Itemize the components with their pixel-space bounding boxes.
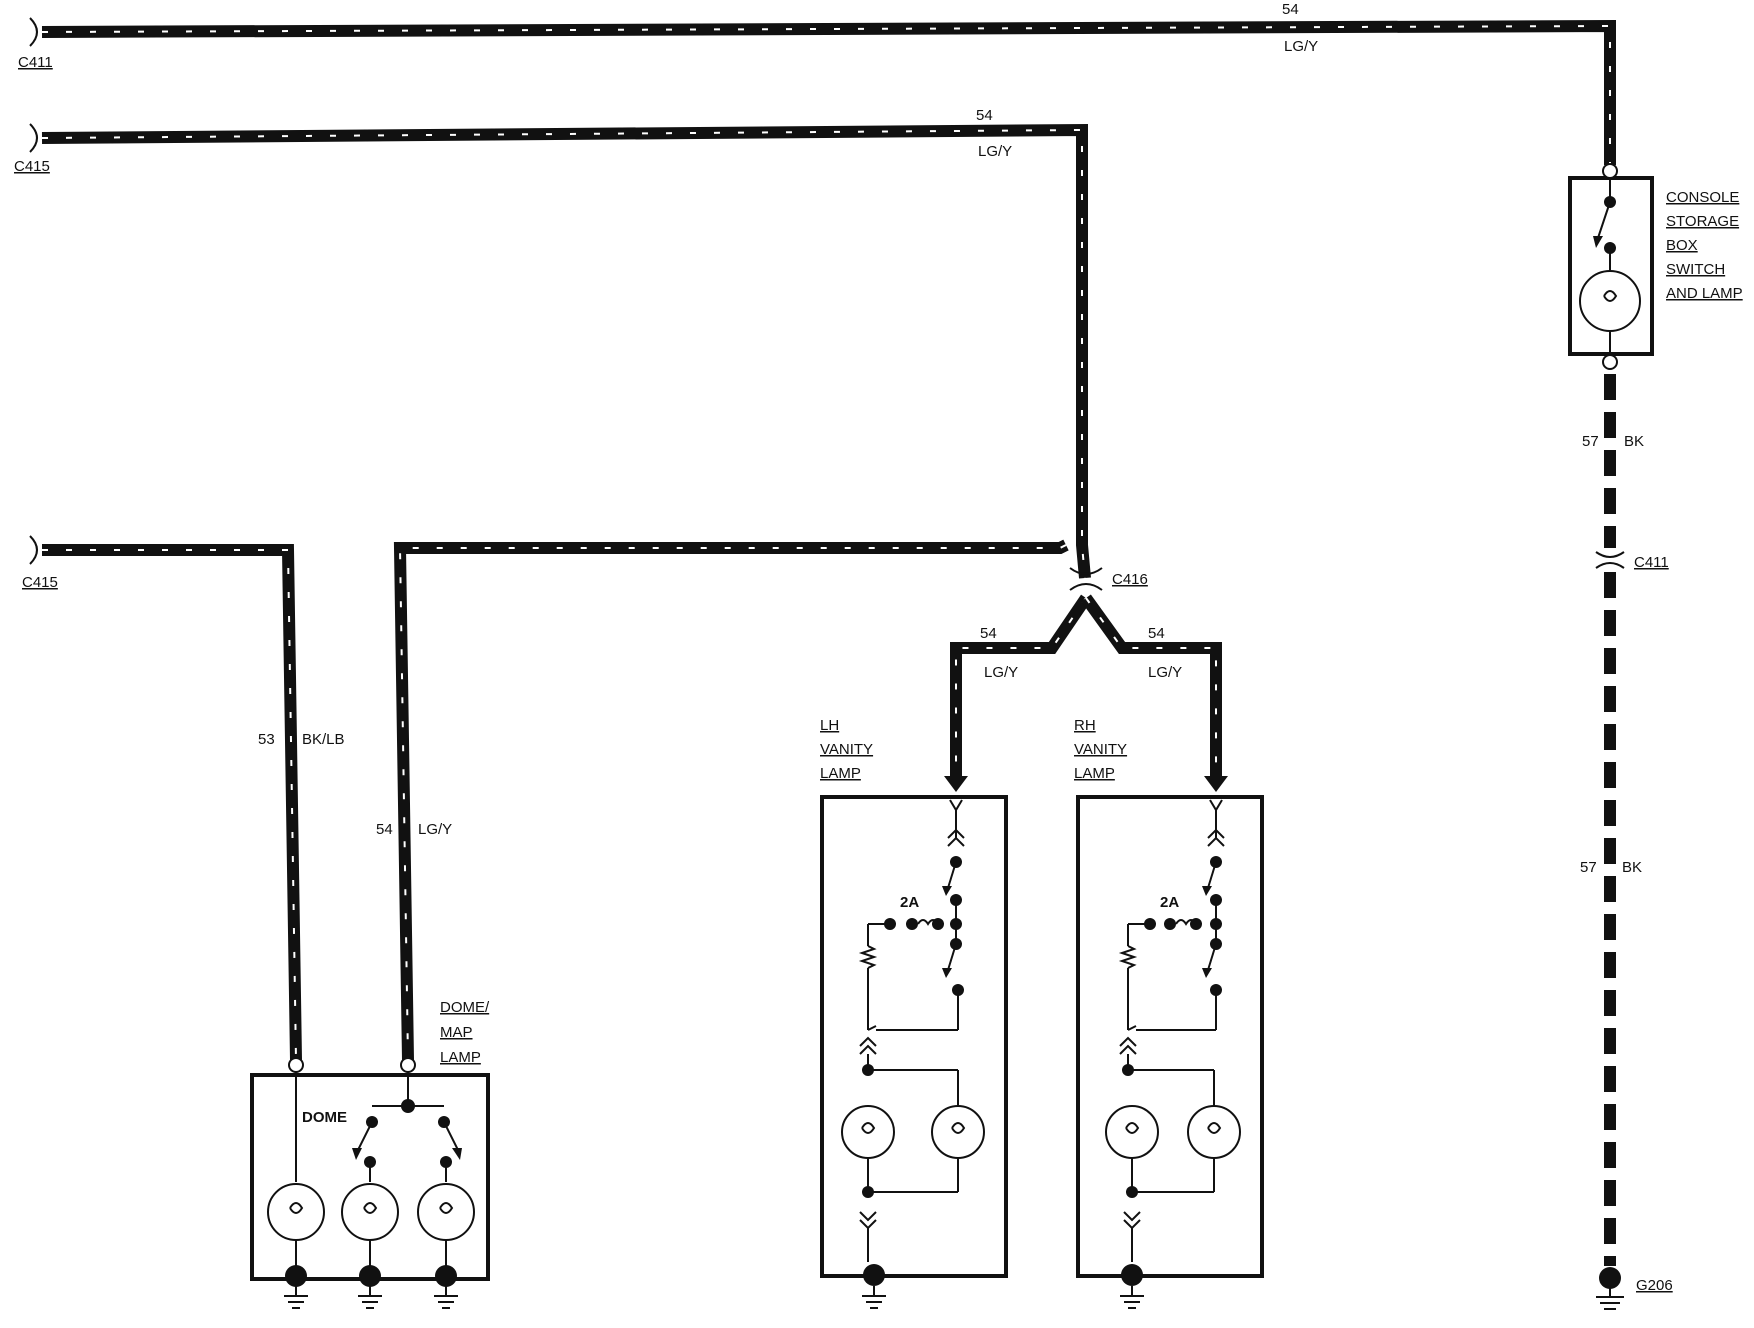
wire-dome-54	[393, 539, 1069, 1061]
svg-text:AND LAMP: AND LAMP	[1666, 285, 1743, 302]
label-circuit-top-c411: 54	[1282, 1, 1299, 18]
label-console: CONSOLE STORAGE BOX SWITCH AND LAMP	[1666, 189, 1743, 302]
label-dome-inner: DOME	[302, 1109, 347, 1126]
connector-c411-right	[1595, 551, 1625, 569]
svg-text:STORAGE: STORAGE	[1666, 213, 1739, 230]
label-circuit-gnd-lower: 57	[1580, 859, 1597, 876]
label-circuit-top-c415: 54	[976, 107, 993, 124]
label-color-top-c411: LG/Y	[1284, 38, 1318, 55]
connector-c415-low	[29, 535, 38, 565]
label-color-rh: LG/Y	[1148, 664, 1182, 681]
label-circuit-dome-54: 54	[376, 821, 393, 838]
label-circuit-lh: 54	[980, 625, 997, 642]
arrow-lh-vanity	[944, 776, 968, 792]
label-color-dome-54: LG/Y	[418, 821, 452, 838]
wire-c415-low-53	[42, 544, 302, 1061]
label-fuse-rh: 2A	[1160, 894, 1179, 911]
label-c415-low: C415	[22, 574, 58, 591]
svg-text:LAMP: LAMP	[820, 765, 861, 782]
wire-lh-branch	[950, 594, 1091, 780]
wire-c415-mid	[41, 123, 1091, 579]
svg-text:BOX: BOX	[1666, 237, 1698, 254]
connector-c416	[1069, 567, 1103, 591]
label-color-top-c415: LG/Y	[978, 143, 1012, 160]
label-c416: C416	[1112, 571, 1148, 588]
label-c411-right: C411	[1634, 554, 1669, 571]
svg-text:RH: RH	[1074, 717, 1096, 734]
wire-rh-branch	[1081, 594, 1222, 780]
label-color-lh: LG/Y	[984, 664, 1018, 681]
svg-text:LAMP: LAMP	[440, 1049, 481, 1066]
dome-map-lamp	[250, 1057, 490, 1281]
svg-text:SWITCH: SWITCH	[1666, 261, 1725, 278]
rh-vanity-lamp	[1076, 795, 1264, 1309]
svg-text:LAMP: LAMP	[1074, 765, 1115, 782]
label-rh-vanity: RH VANITY LAMP	[1074, 717, 1127, 782]
label-color-dome-53: BK/LB	[302, 731, 345, 748]
ground-dome-1	[284, 1265, 308, 1309]
svg-text:LH: LH	[820, 717, 839, 734]
ground-dome-2	[358, 1265, 382, 1309]
console-switch-lamp	[1568, 163, 1654, 370]
label-dome-map: DOME/ MAP LAMP	[440, 999, 490, 1066]
connector-c411-top	[29, 17, 38, 47]
svg-text:MAP: MAP	[440, 1024, 473, 1041]
label-c411-top: C411	[18, 54, 53, 71]
ground-dome-3	[434, 1265, 458, 1309]
svg-text:DOME/: DOME/	[440, 999, 490, 1016]
svg-text:VANITY: VANITY	[820, 741, 873, 758]
label-circuit-gnd-upper: 57	[1582, 433, 1599, 450]
arrow-rh-vanity	[1204, 776, 1228, 792]
label-lh-vanity: LH VANITY LAMP	[820, 717, 873, 782]
label-fuse-lh: 2A	[900, 894, 919, 911]
connector-c415-mid	[29, 123, 38, 153]
label-circuit-dome-53: 53	[258, 731, 275, 748]
wire-c411-top	[41, 19, 1616, 165]
label-c415-mid: C415	[14, 158, 50, 175]
svg-text:VANITY: VANITY	[1074, 741, 1127, 758]
svg-text:CONSOLE: CONSOLE	[1666, 189, 1739, 206]
label-circuit-rh: 54	[1148, 625, 1165, 642]
lh-vanity-lamp	[820, 795, 1008, 1309]
ground-g206	[1596, 1267, 1624, 1310]
label-g206: G206	[1636, 1277, 1673, 1294]
label-color-gnd-lower: BK	[1622, 859, 1642, 876]
label-color-gnd-upper: BK	[1624, 433, 1644, 450]
